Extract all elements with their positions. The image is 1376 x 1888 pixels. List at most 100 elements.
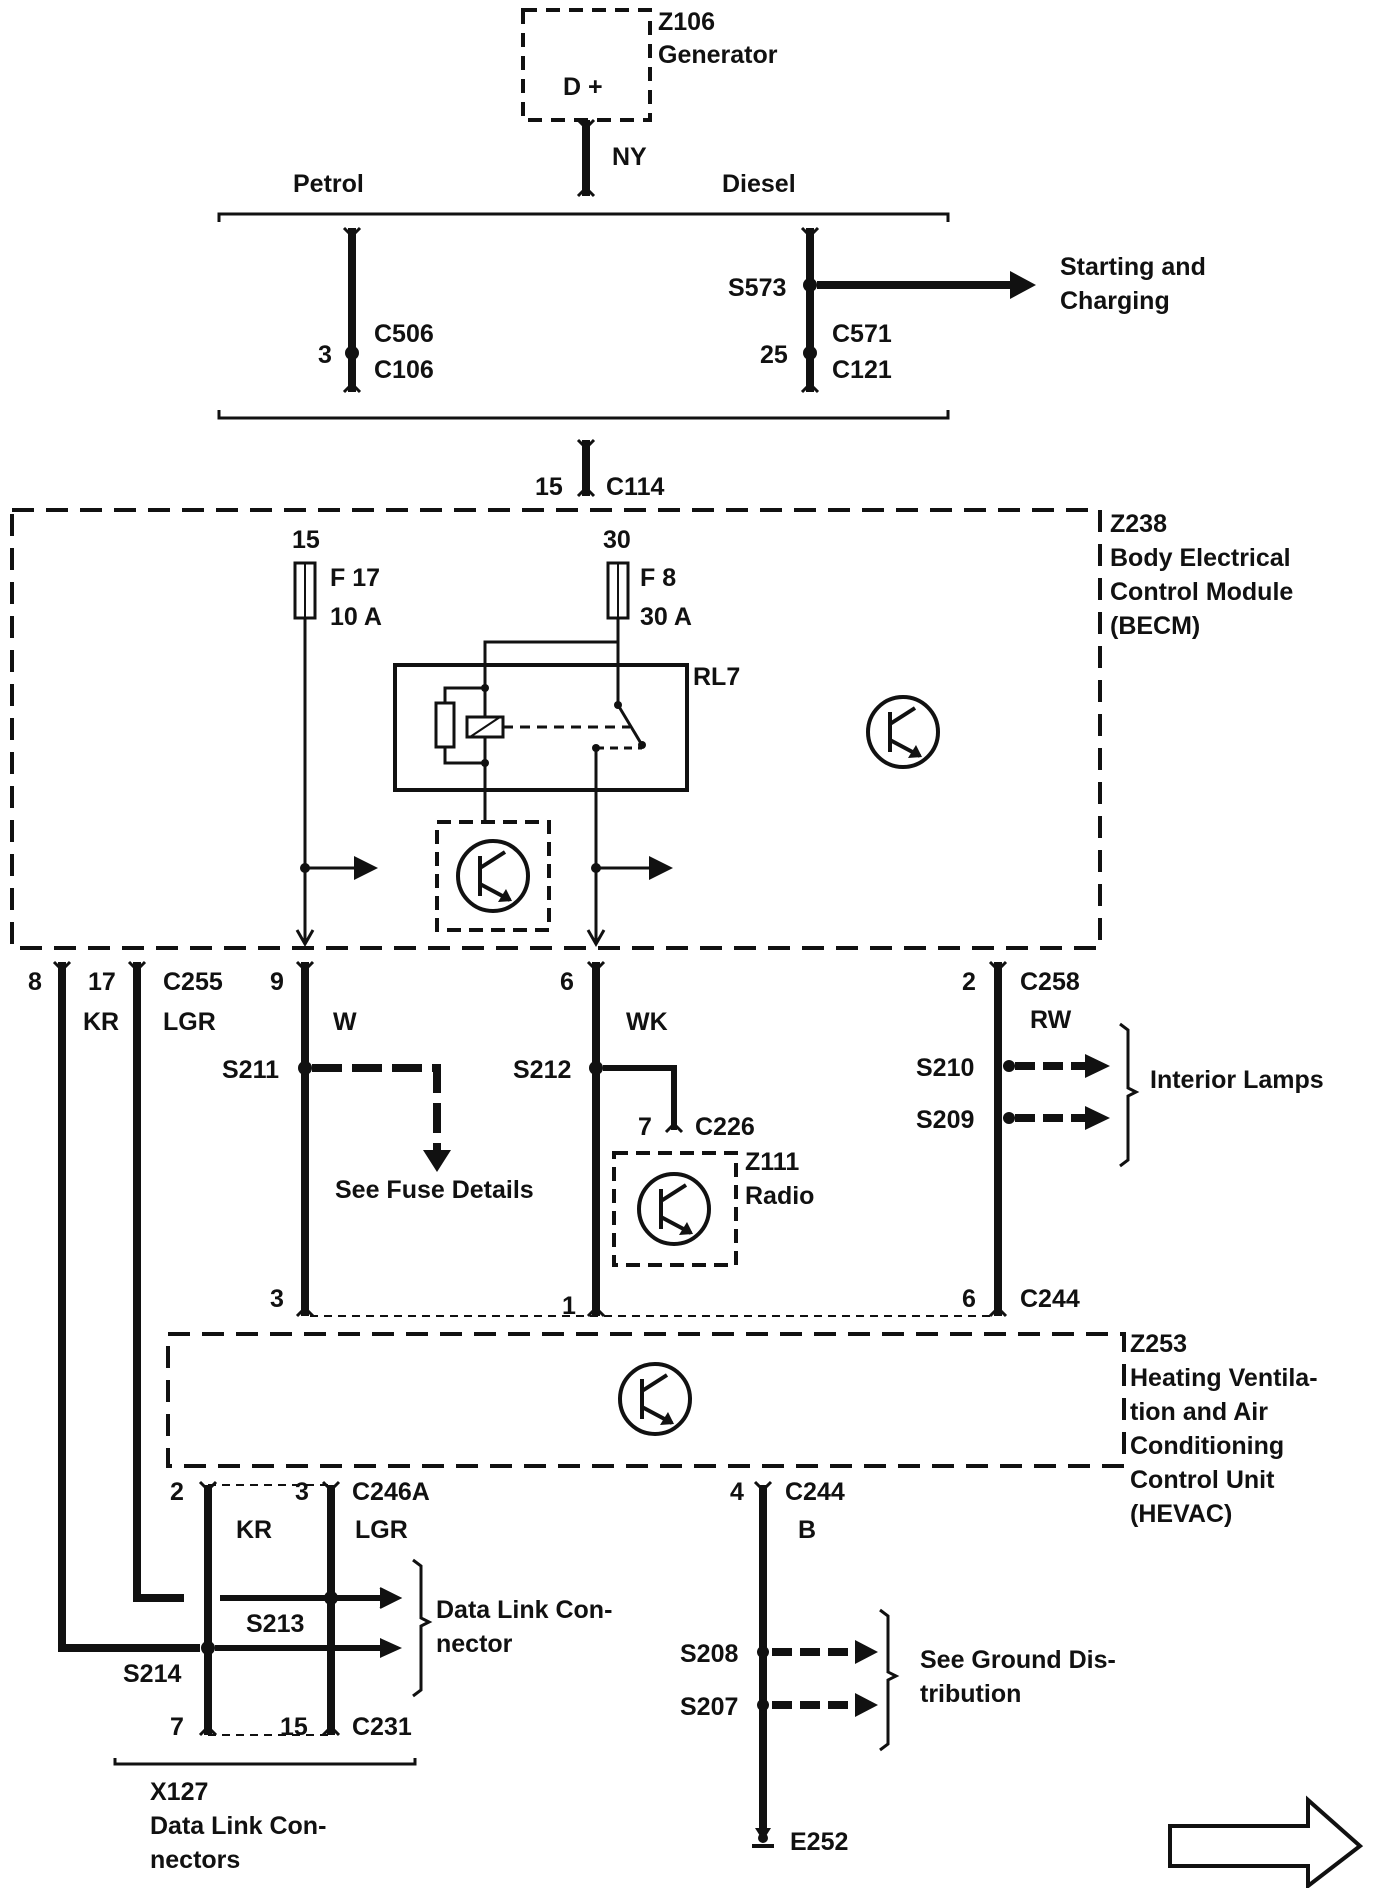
x127-id: X127 — [150, 1778, 208, 1806]
dl-wire-kr: KR — [236, 1516, 272, 1544]
splice-s208: S208 — [680, 1640, 738, 1668]
generator-id: Z106 — [658, 8, 715, 36]
dl-pin15: 15 — [280, 1713, 308, 1741]
splice-s209: S209 — [916, 1106, 974, 1134]
starting-label-2: Charging — [1060, 287, 1170, 315]
generator-block: D + Z106 Generator — [521, 8, 778, 122]
c244-pin6: 6 — [962, 1285, 976, 1313]
radio-pin: 7 — [638, 1113, 652, 1141]
fuse-f17-rating: 10 A — [330, 603, 382, 631]
wire-rw: RW — [1030, 1006, 1072, 1034]
becm-pin-15: 15 — [292, 526, 320, 554]
dl-wire-lgr: LGR — [355, 1516, 408, 1544]
dl-c231: C231 — [352, 1713, 412, 1741]
splice-s207: S207 — [680, 1693, 738, 1721]
hevac-line5: (HEVAC) — [1130, 1500, 1232, 1528]
relay-label: RL7 — [693, 663, 740, 691]
starting-label-1: Starting and — [1060, 253, 1206, 281]
splice-s212: S212 — [513, 1056, 571, 1084]
c258: C258 — [1020, 968, 1080, 996]
c255-wire-lgr: LGR — [163, 1008, 216, 1036]
radio-id: Z111 — [745, 1148, 799, 1176]
splice-s214: S214 — [123, 1660, 181, 1688]
dl-label-2: nector — [436, 1630, 513, 1658]
petrol-c2: C106 — [374, 356, 434, 384]
see-fuse-details: See Fuse Details — [335, 1176, 534, 1204]
dl-pin2: 2 — [170, 1478, 184, 1506]
radio-name: Radio — [745, 1182, 814, 1210]
wire-ny-label: NY — [612, 143, 647, 171]
dl-pin3: 3 — [295, 1478, 309, 1506]
radio-module: 7 C226 Z111 Radio — [612, 1113, 814, 1267]
ground-label-1: See Ground Dis- — [920, 1646, 1116, 1674]
ground-circuit: 4 C244 B S208 S207 See Ground Dis- tribu… — [680, 1478, 1116, 1856]
becm-line1: Body Electrical — [1110, 544, 1291, 572]
pin2: 2 — [962, 968, 976, 996]
c255-pin8: 8 — [28, 968, 42, 996]
wire-wk: WK — [626, 1008, 668, 1036]
c244-top-name: C244 — [1020, 1285, 1080, 1313]
becm-line2: Control Module — [1110, 578, 1293, 606]
c255-pin17: 17 — [88, 968, 116, 996]
becm-id: Z238 — [1110, 510, 1167, 538]
becm-transistor-symbol — [866, 695, 940, 769]
becm-driver-transistor — [435, 820, 551, 932]
ground-e252: E252 — [790, 1828, 848, 1856]
petrol-c1: C506 — [374, 320, 434, 348]
pin9: 9 — [270, 968, 284, 996]
hevac-line3: Conditioning — [1130, 1432, 1284, 1460]
circuit-pin2: 2 C258 RW S210 S209 Interior Lamps 6 C24… — [916, 960, 1324, 1318]
diesel-pin: 25 — [760, 341, 788, 369]
splice-s573: S573 — [728, 274, 786, 302]
generator-name: Generator — [658, 41, 778, 69]
variant-petrol: Petrol — [293, 170, 364, 198]
diesel-c1: C571 — [832, 320, 892, 348]
circuit-pin9: 9 W S211 See Fuse Details 3 — [222, 960, 534, 1318]
generator-terminal: D + — [563, 73, 603, 101]
pin6: 6 — [560, 968, 574, 996]
splice-s211: S211 — [222, 1056, 279, 1084]
becm-module: Z238 Body Electrical Control Module (BEC… — [10, 508, 1293, 950]
c255-name: C255 — [163, 968, 223, 996]
diesel-connector: S573 25 C571 C121 — [728, 226, 892, 394]
ground-pin4: 4 — [730, 1478, 744, 1506]
hevac-line1: Heating Ventila- — [1130, 1364, 1318, 1392]
fuse-f8-name: F 8 — [640, 564, 676, 592]
connector-c114: 15 C114 — [535, 438, 664, 501]
diesel-c2: C121 — [832, 356, 892, 384]
x127-line1: Data Link Con- — [150, 1812, 326, 1840]
interior-lamps: Interior Lamps — [1150, 1066, 1324, 1094]
c244-pin1: 1 — [562, 1292, 576, 1320]
upper-bracket — [217, 212, 950, 222]
starting-charging-arrow: Starting and Charging — [817, 253, 1206, 315]
hevac-line2: tion and Air — [1130, 1398, 1268, 1426]
lower-bracket — [217, 410, 950, 420]
dl-label-1: Data Link Con- — [436, 1596, 612, 1624]
fuse-f8-rating: 30 A — [640, 603, 692, 631]
data-link-connector: 2 3 C246A KR LGR S213 S214 Data Link Con… — [113, 1478, 612, 1874]
next-page-arrow[interactable] — [1168, 1795, 1364, 1888]
wire-b: B — [798, 1516, 816, 1544]
radio-connector: C226 — [695, 1113, 755, 1141]
relay-rl7: RL7 — [393, 640, 740, 948]
circuit-pin6: 6 WK S212 1 — [513, 960, 684, 1320]
fuse-f17-name: F 17 — [330, 564, 380, 592]
c114-name: C114 — [606, 473, 664, 501]
ground-c244: C244 — [785, 1478, 845, 1506]
becm-pin-30: 30 — [603, 526, 631, 554]
variant-diesel: Diesel — [722, 170, 796, 198]
dl-pin7: 7 — [170, 1713, 184, 1741]
ground-label-2: tribution — [920, 1680, 1021, 1708]
wire-ny: NY — [576, 118, 647, 198]
becm-line3: (BECM) — [1110, 612, 1200, 640]
c255-wire-kr: KR — [83, 1008, 119, 1036]
x127-line2: nectors — [150, 1846, 240, 1874]
c244-pin3: 3 — [270, 1285, 284, 1313]
c114-pin: 15 — [535, 473, 563, 501]
splice-s213: S213 — [246, 1610, 304, 1638]
hevac-id: Z253 — [1130, 1330, 1187, 1358]
hevac-line4: Control Unit — [1130, 1466, 1275, 1494]
dl-c246a: C246A — [352, 1478, 430, 1506]
hevac-module: Z253 Heating Ventila- tion and Air Condi… — [166, 1330, 1318, 1528]
petrol-pin: 3 — [318, 341, 332, 369]
